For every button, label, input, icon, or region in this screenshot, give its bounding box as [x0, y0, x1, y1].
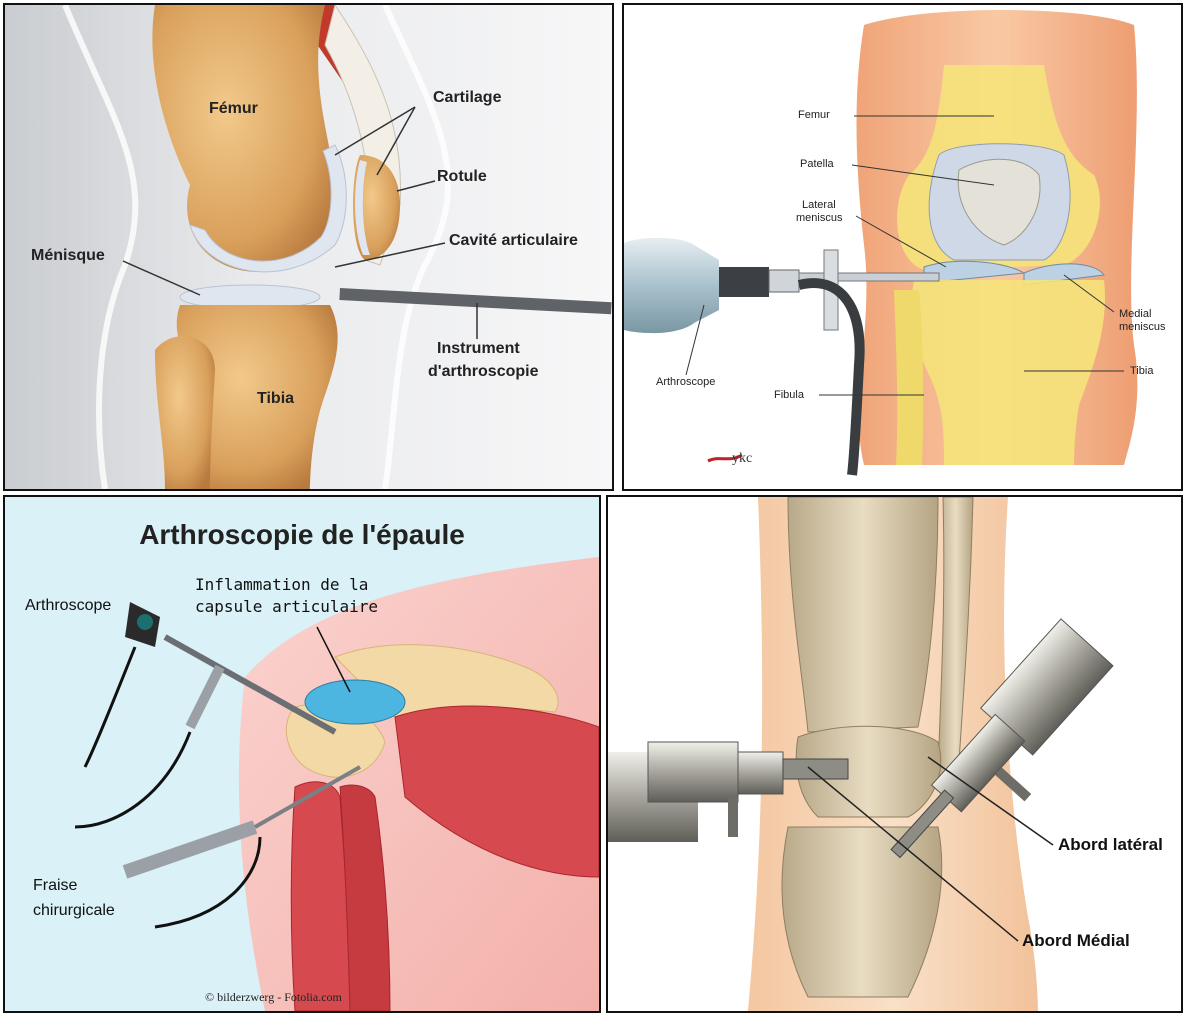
label-cavite-articulaire: Cavité articulaire — [449, 232, 578, 250]
label-menisque: Ménisque — [31, 247, 105, 265]
label-cartilage: Cartilage — [433, 89, 501, 107]
label-tibia-en: Tibia — [1130, 365, 1153, 377]
label-medial-meniscus-line1: Medial — [1119, 308, 1151, 320]
label-lateral-meniscus-line1: Lateral — [802, 199, 836, 211]
label-fraise-line2: chirurgicale — [33, 902, 115, 920]
label-arthroscope-en: Arthroscope — [656, 376, 715, 388]
shoulder-arthroscopy-panel: Arthroscopie de l'épaule Arthroscope Inf… — [3, 495, 601, 1013]
knee-en-illustration — [624, 5, 1181, 489]
label-rotule: Rotule — [437, 168, 487, 186]
label-patella: Patella — [800, 158, 834, 170]
label-lateral-meniscus-line2: meniscus — [796, 212, 842, 224]
label-tibia: Tibia — [257, 390, 294, 408]
knee-arthroscopy-en-panel: Femur Patella Lateral meniscus Medial me… — [622, 3, 1183, 491]
label-fibula: Fibula — [774, 389, 804, 401]
label-arthroscope-shoulder: Arthroscope — [25, 597, 111, 615]
label-instrument-line1: Instrument — [437, 340, 520, 358]
shoulder-credit: © bilderzwerg - Fotolia.com — [205, 990, 342, 1005]
label-femur-en: Femur — [798, 109, 830, 121]
label-inflammation-line1: Inflammation de la — [195, 575, 368, 594]
label-femur: Fémur — [209, 100, 258, 118]
label-abord-lateral: Abord latéral — [1058, 835, 1163, 855]
label-instrument-line2: d'arthroscopie — [428, 363, 539, 381]
label-inflammation-line2: capsule articulaire — [195, 597, 378, 616]
ykc-logo: ykc — [732, 451, 752, 467]
knee-arthroscopy-fr-panel: Fémur Cartilage Rotule Cavité articulair… — [3, 3, 614, 491]
label-abord-medial: Abord Médial — [1022, 931, 1130, 951]
ankle-arthroscopy-panel: Abord latéral Abord Médial — [606, 495, 1183, 1013]
shoulder-title: Arthroscopie de l'épaule — [5, 519, 599, 551]
label-fraise-line1: Fraise — [33, 877, 77, 895]
label-medial-meniscus-line2: meniscus — [1119, 321, 1165, 333]
